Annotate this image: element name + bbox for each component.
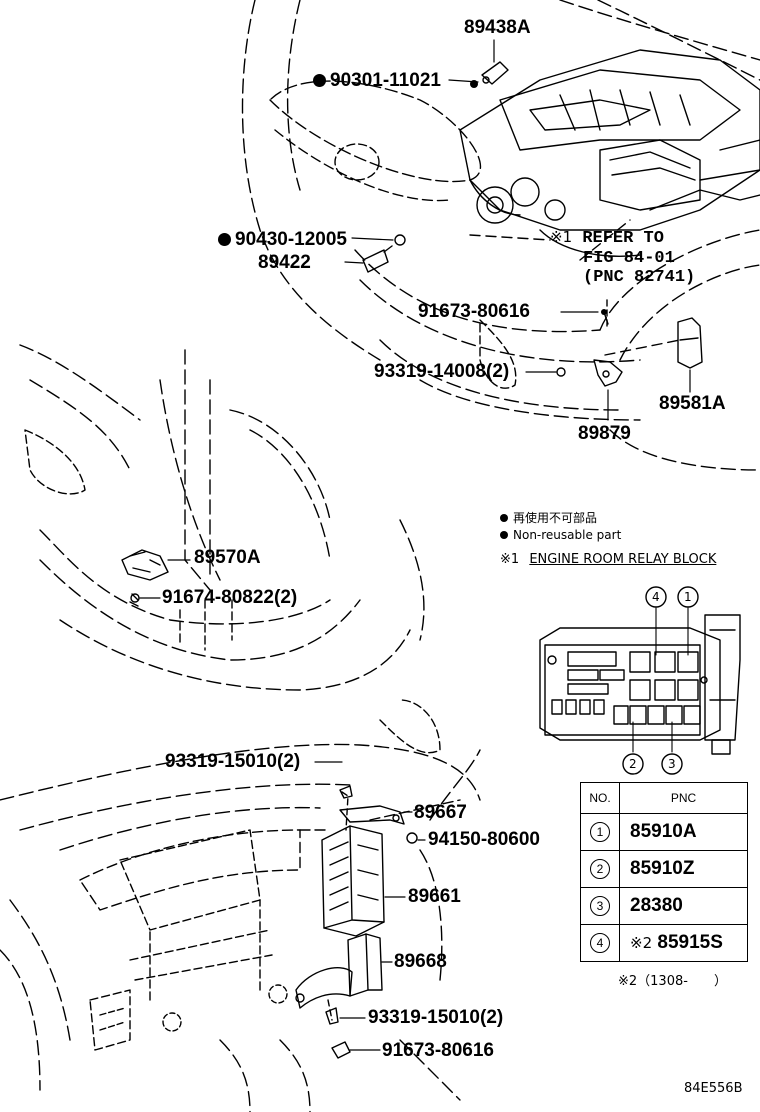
table-row: 3 28380 bbox=[580, 887, 748, 925]
part-label-89661: 89661 bbox=[408, 886, 461, 907]
legend-en: Non-reusable part bbox=[500, 529, 621, 541]
header-pnc: PNC bbox=[619, 782, 748, 814]
legend-en-text: Non-reusable part bbox=[513, 528, 622, 542]
footnote-2: ※2（1308- ） bbox=[618, 974, 727, 989]
relay-callout-2: 2 bbox=[629, 757, 637, 771]
row-pnc: 85910Z bbox=[630, 858, 695, 879]
part-label-89438a: 89438A bbox=[464, 17, 531, 38]
relay-callout-1: 1 bbox=[684, 590, 692, 604]
pnc-table-header: NO. PNC bbox=[580, 782, 748, 814]
bracket-89667-shape bbox=[339, 805, 405, 825]
relay-callout-circles bbox=[622, 586, 699, 775]
part-label-89879: 89879 bbox=[578, 423, 631, 444]
row-pnc: 85910A bbox=[630, 821, 697, 842]
legend-dot-icon bbox=[500, 514, 508, 522]
legend-dot-icon bbox=[500, 531, 508, 539]
ecu-89661-shape bbox=[321, 825, 385, 937]
refer-line-3: (PNC 82741) bbox=[583, 268, 696, 287]
sensor-89570a-shape bbox=[121, 549, 191, 581]
part-label-89422: 89422 bbox=[258, 252, 311, 273]
note1: ※1 ENGINE ROOM RELAY BLOCK bbox=[500, 553, 716, 566]
row-number: 1 bbox=[590, 822, 610, 842]
figure-code: 84E556B bbox=[684, 1081, 743, 1096]
non-reusable-dot-icon bbox=[218, 233, 231, 246]
part-label-90430-12005: 90430-12005 bbox=[218, 230, 347, 249]
part-label-89667: 89667 bbox=[414, 802, 467, 823]
table-row: 2 85910Z bbox=[580, 850, 748, 888]
header-no: NO. bbox=[580, 782, 620, 814]
sensor-89581a-shape bbox=[677, 317, 703, 369]
part-label-91673-80616-bottom: 91673-80616 bbox=[382, 1040, 494, 1061]
relay-callout-3: 3 bbox=[668, 757, 676, 771]
row-number: 3 bbox=[590, 896, 610, 916]
part-label-89581a: 89581A bbox=[659, 393, 726, 414]
note1-text: ENGINE ROOM RELAY BLOCK bbox=[529, 552, 717, 567]
dashboard-drawing bbox=[0, 743, 481, 1112]
row-note-mark: ※2 bbox=[630, 934, 653, 952]
row-number: 2 bbox=[590, 859, 610, 879]
note1-mark: ※1 bbox=[500, 552, 520, 567]
row-pnc: 28380 bbox=[630, 895, 683, 916]
legend-jp-text: 再使用不可部品 bbox=[513, 511, 598, 525]
part-label-89668: 89668 bbox=[394, 951, 447, 972]
non-reusable-dot-icon bbox=[313, 74, 326, 87]
sensor-89438a-shape bbox=[481, 39, 509, 85]
pnc-table: NO. PNC 1 85910A 2 85910Z 3 28380 4 ※2 8… bbox=[580, 782, 748, 962]
part-number-90430: 90430-12005 bbox=[235, 229, 347, 250]
bracket-89879-shape bbox=[593, 309, 623, 387]
table-row: 4 ※2 85915S bbox=[580, 924, 748, 962]
relay-block-drawing bbox=[539, 607, 741, 755]
part-label-91673-80616-top: 91673-80616 bbox=[418, 301, 530, 322]
part-label-93319-15010-top: 93319-15010(2) bbox=[165, 751, 301, 772]
screw-top-shape bbox=[339, 785, 353, 831]
part-label-89570a: 89570A bbox=[194, 547, 261, 568]
part-label-91674-80822: 91674-80822(2) bbox=[162, 587, 298, 608]
part-label-94150-80600: 94150-80600 bbox=[428, 829, 540, 850]
bracket-89668-shape bbox=[295, 933, 383, 1009]
refer-line-1: REFER TO bbox=[582, 229, 664, 248]
refer-line-2: FIG 84-01 bbox=[583, 249, 675, 268]
sensor-89422-shape bbox=[362, 234, 406, 273]
part-label-93319-15010-bottom: 93319-15010(2) bbox=[368, 1007, 504, 1028]
relay-callout-4: 4 bbox=[652, 590, 660, 604]
table-row: 1 85910A bbox=[580, 813, 748, 851]
row-pnc: 85915S bbox=[657, 932, 723, 953]
part-label-93319-14008: 93319-14008(2) bbox=[374, 361, 510, 382]
row-number: 4 bbox=[590, 933, 610, 953]
part-label-90301-11021: 90301-11021 bbox=[313, 71, 441, 90]
legend-jp: 再使用不可部品 bbox=[500, 512, 597, 524]
part-number-90301: 90301-11021 bbox=[330, 70, 441, 91]
refer-label: ※1 REFER TO bbox=[550, 228, 664, 248]
refer-mark: ※1 bbox=[550, 228, 573, 246]
